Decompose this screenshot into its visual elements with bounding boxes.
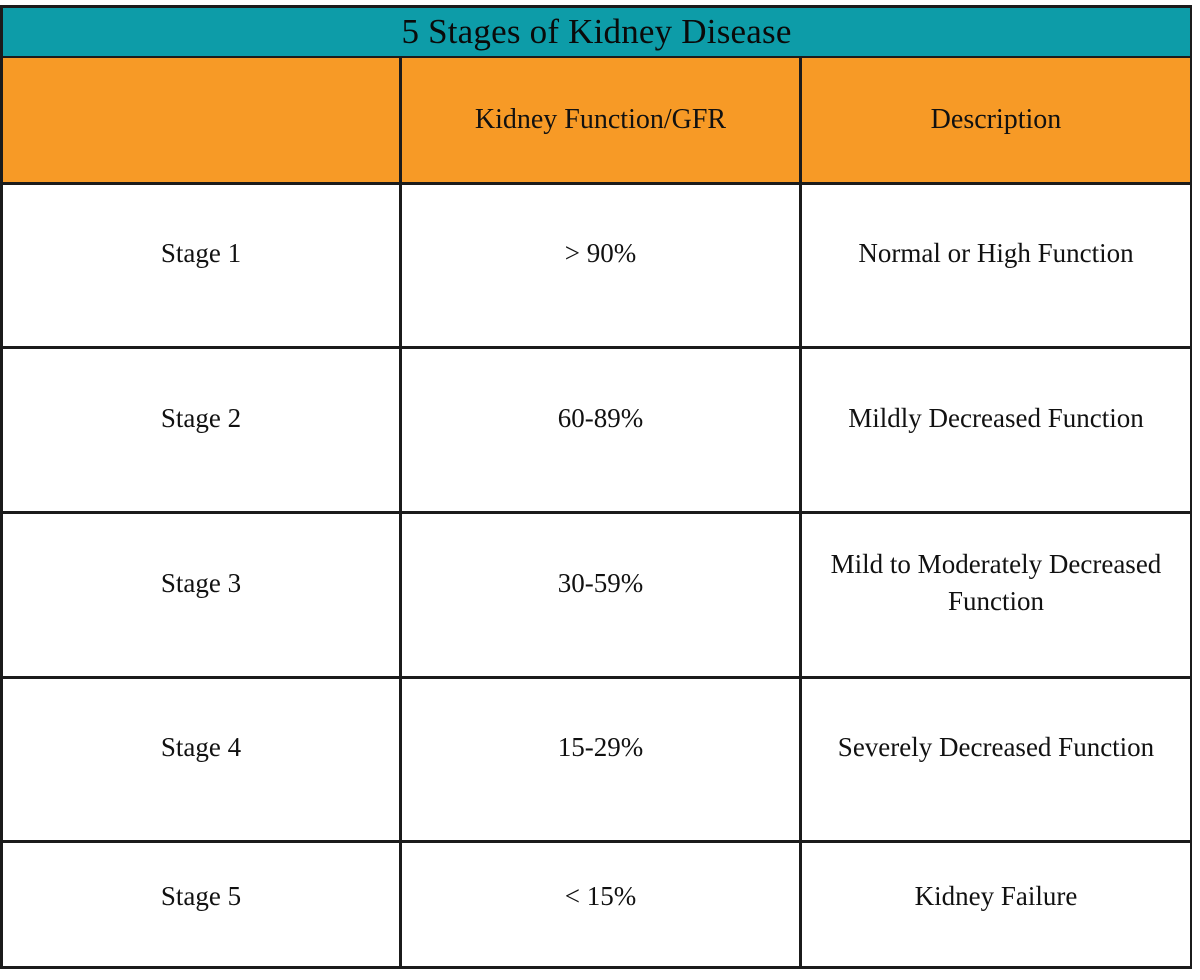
- cell-gfr: < 15%: [402, 843, 802, 966]
- stages-table: Kidney Function/GFR Description Stage 1 …: [0, 58, 1192, 969]
- stage-label: Stage 1: [160, 238, 242, 269]
- description-text: Kidney Failure: [914, 881, 1078, 912]
- cell-stage: Stage 2: [3, 349, 402, 511]
- cell-stage: Stage 4: [3, 678, 402, 841]
- gfr-value: 60-89%: [557, 402, 644, 433]
- cell-stage: Stage 1: [3, 184, 402, 347]
- gfr-value: 15-29%: [557, 732, 644, 763]
- cell-description: Mildly Decreased Function: [802, 349, 1190, 511]
- stage-label: Stage 2: [160, 402, 242, 433]
- cell-description: Normal or High Function: [802, 185, 1190, 347]
- cell-gfr: 15-29%: [402, 678, 802, 841]
- stage-label: Stage 4: [160, 732, 242, 763]
- cell-gfr: 30-59%: [402, 514, 802, 676]
- column-header-kidney-function-label: Kidney Function/GFR: [474, 104, 727, 136]
- cell-description: Severely Decreased Function: [802, 679, 1190, 841]
- gfr-value: < 15%: [564, 881, 637, 912]
- stage-label: Stage 5: [160, 881, 242, 912]
- column-header-stage: [3, 58, 402, 182]
- cell-gfr: > 90%: [402, 184, 802, 347]
- column-header-kidney-function: Kidney Function/GFR: [402, 58, 802, 182]
- table-row: Stage 4 15-29% Severely Decreased Functi…: [3, 678, 1190, 844]
- stage-label: Stage 3: [160, 567, 242, 598]
- cell-description: Mild to Moderately Decreased Function: [802, 514, 1190, 676]
- table-row: Stage 1 > 90% Normal or High Function: [3, 184, 1190, 350]
- description-text: Normal or High Function: [858, 238, 1134, 269]
- figure-title-bar: 5 Stages of Kidney Disease: [0, 5, 1192, 58]
- table-row: Stage 3 30-59% Mild to Moderately Decrea…: [3, 514, 1190, 679]
- cell-stage: Stage 3: [3, 514, 402, 676]
- column-header-description: Description: [802, 58, 1190, 182]
- column-header-description-label: Description: [930, 104, 1062, 136]
- gfr-value: 30-59%: [557, 567, 644, 598]
- table-row: Stage 5 < 15% Kidney Failure: [3, 843, 1190, 966]
- description-text: Mildly Decreased Function: [848, 402, 1144, 433]
- cell-description: Kidney Failure: [802, 843, 1190, 966]
- description-text: Mild to Moderately Decreased Function: [830, 549, 1162, 616]
- table-row: Stage 2 60-89% Mildly Decreased Function: [3, 349, 1190, 514]
- page-title: 5 Stages of Kidney Disease: [401, 11, 792, 51]
- cell-stage: Stage 5: [3, 843, 402, 966]
- table-header-row: Kidney Function/GFR Description: [3, 58, 1190, 185]
- description-text: Severely Decreased Function: [837, 732, 1155, 763]
- gfr-value: > 90%: [564, 238, 637, 269]
- cell-gfr: 60-89%: [402, 349, 802, 511]
